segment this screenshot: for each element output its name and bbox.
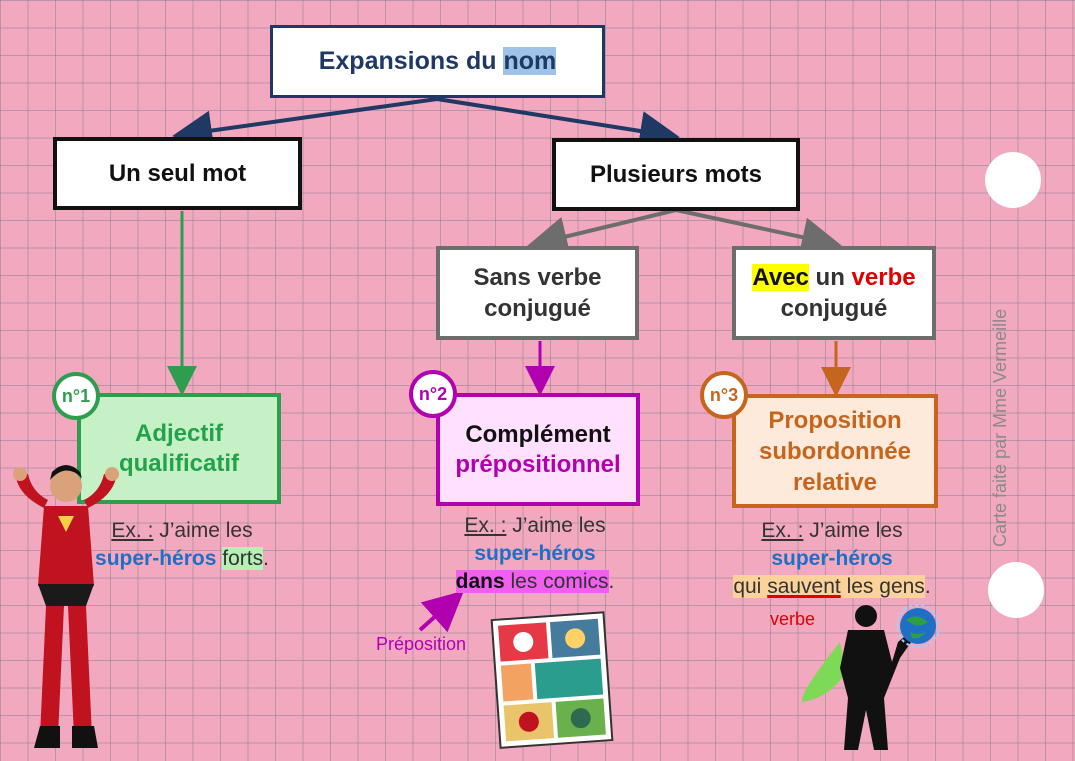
preposition-annotation: Préposition [376, 634, 466, 655]
with-verb-line1: Avec un verbe [752, 262, 915, 293]
credit-text: Carte faite par Mme Vermeille [990, 309, 1011, 547]
ex3-relative-clause: qui sauvent les gens [733, 575, 924, 598]
branch-without-verb: Sans verbe conjugué [436, 246, 639, 340]
ex3-qui: qui [733, 575, 767, 598]
branch-one-word-label: Un seul mot [109, 160, 246, 188]
with-verb-verbe: verbe [852, 264, 916, 291]
card-relative-line2: subordonnée [759, 436, 911, 467]
card-relative: Proposition subordonnée relative [732, 394, 938, 508]
ex2-period: . [609, 570, 615, 593]
card-adjective-line1: Adjectif [135, 419, 223, 449]
card-prepositional-line1: Complément [465, 420, 610, 450]
badge-2: n°2 [409, 370, 457, 418]
card-prepositional: Complément prépositionnel [436, 393, 640, 506]
example-3: Ex. : J’aime les super-héros qui sauvent… [712, 517, 952, 601]
example-2: Ex. : J’aime les super-héros dans les co… [430, 512, 640, 596]
title-highlight: nom [503, 47, 556, 75]
title-prefix: Expansions du [319, 47, 504, 75]
title-text: Expansions du nom [319, 47, 557, 76]
badge-1: n°1 [52, 372, 100, 420]
without-verb-line1: Sans verbe [473, 262, 601, 293]
hero-red-suit-icon [6, 456, 126, 752]
ex2-preposition: dans [456, 570, 505, 593]
binder-hole-top [985, 152, 1041, 208]
ex1-period: . [263, 547, 269, 570]
comic-book-icon [490, 610, 616, 750]
ex-intro: J’aime les [803, 519, 902, 542]
ex3-period: . [925, 575, 931, 598]
ex-intro: J’aime les [506, 514, 605, 537]
with-verb-avec: Avec [752, 264, 808, 291]
card-relative-line3: relative [793, 467, 877, 498]
ex-label: Ex. : [464, 514, 506, 537]
branch-one-word: Un seul mot [53, 137, 302, 210]
branch-with-verb: Avec un verbe conjugué [732, 246, 936, 340]
badge-3: n°3 [700, 371, 748, 419]
ex-label: Ex. : [761, 519, 803, 542]
ex3-rest: les gens [841, 575, 925, 598]
title-box: Expansions du nom [270, 25, 605, 98]
hero-silhouette-globe-icon [800, 602, 945, 752]
branch-several-words: Plusieurs mots [552, 138, 800, 211]
ex-hero: super-héros [771, 547, 892, 570]
card-adjective-line2: qualificatif [119, 449, 239, 479]
without-verb-line2: conjugué [484, 293, 591, 324]
ex-hero: super-héros [474, 542, 595, 565]
with-verb-un: un [809, 264, 852, 291]
binder-hole-bottom [988, 562, 1044, 618]
ex2-rest: les comics [505, 570, 609, 593]
ex3-verb: sauvent [767, 575, 841, 598]
branch-several-words-label: Plusieurs mots [590, 161, 762, 189]
ex1-adjective: forts [222, 547, 263, 570]
card-relative-line1: Proposition [768, 405, 901, 436]
ex-intro: J’aime les [153, 519, 252, 542]
with-verb-line2: conjugué [781, 293, 888, 324]
card-prepositional-line2: prépositionnel [455, 450, 620, 480]
